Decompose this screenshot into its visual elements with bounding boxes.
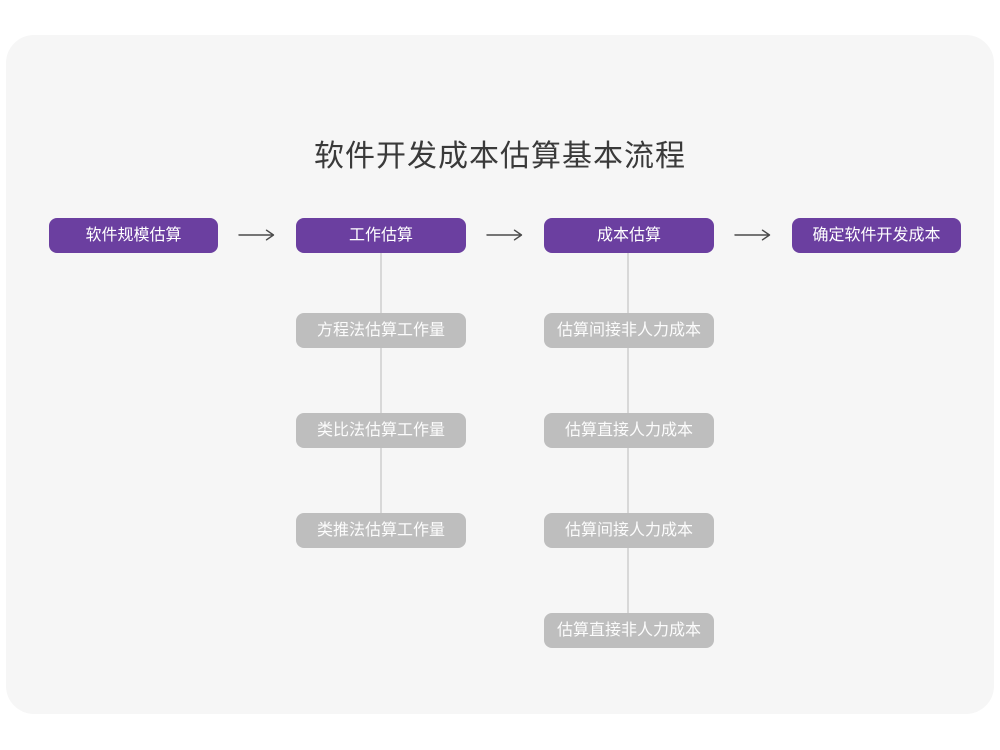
step-cost-estimation: 成本估算	[544, 218, 714, 253]
step-software-scale-estimation: 软件规模估算	[49, 218, 218, 253]
substep-equation-method: 方程法估算工作量	[296, 313, 466, 348]
arrow-right-icon	[734, 229, 771, 241]
step-work-estimation: 工作估算	[296, 218, 466, 253]
step-determine-software-dev-cost: 确定软件开发成本	[792, 218, 961, 253]
arrow-right-icon	[238, 229, 275, 241]
substep-direct-nonlabor-cost: 估算直接非人力成本	[544, 613, 714, 648]
substep-analogy-method: 类比法估算工作量	[296, 413, 466, 448]
substep-indirect-labor-cost: 估算间接人力成本	[544, 513, 714, 548]
flowchart-card: 软件开发成本估算基本流程 软件规模估算 工作估算 成本估算 确定软件开发成本 方…	[6, 35, 994, 714]
substep-extrapolation-method: 类推法估算工作量	[296, 513, 466, 548]
connector-line-work-estimation	[380, 253, 382, 513]
arrow-right-icon	[486, 229, 523, 241]
substep-direct-labor-cost: 估算直接人力成本	[544, 413, 714, 448]
page-title: 软件开发成本估算基本流程	[314, 140, 686, 173]
substep-indirect-nonlabor-cost: 估算间接非人力成本	[544, 313, 714, 348]
